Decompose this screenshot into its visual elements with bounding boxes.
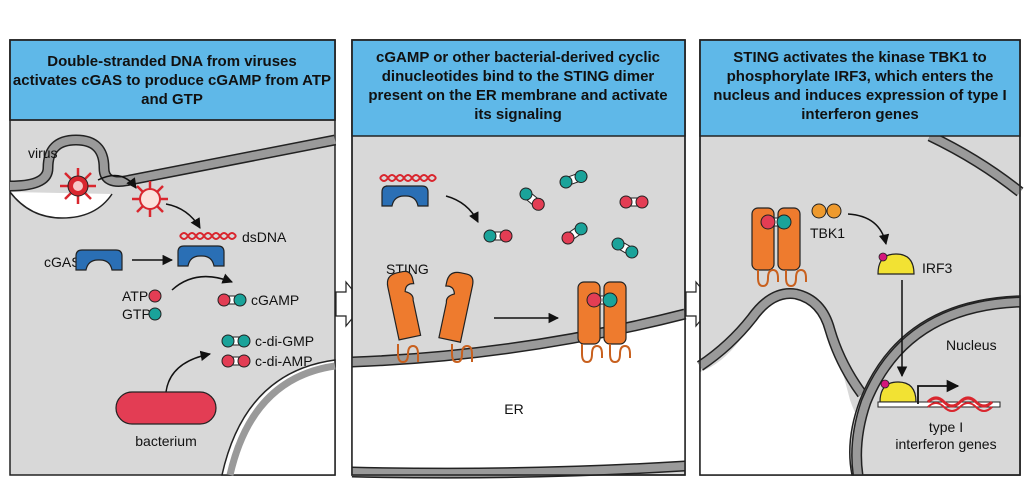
cell-membrane-3 (928, 132, 1023, 196)
nuclear-envelope (226, 362, 336, 476)
nucleus-label: Nucleus (946, 337, 997, 353)
sting-dimer-icon-3 (751, 207, 807, 288)
endosome-pocket (9, 191, 113, 219)
virus-label: virus (28, 145, 58, 161)
panel-3-header-line-4: interferon genes (801, 106, 919, 123)
panel-2-header-line-2: dinucleotides bind to the STING dimer (382, 68, 655, 85)
cgas-label: cGAS (44, 254, 81, 270)
dsdna-label: dsDNA (242, 229, 287, 245)
c-di-amp-label: c-di-AMP (255, 353, 313, 369)
panel-3-header-line-3: nucleus and induces expression of type I (713, 87, 1006, 104)
er-label: ER (504, 401, 523, 417)
bacterium-label: bacterium (135, 433, 196, 449)
c-di-gmp-molecule (611, 237, 639, 259)
cgamp-molecule (561, 222, 588, 245)
bacterium-icon (115, 391, 217, 425)
cgamp-label: cGAMP (251, 292, 299, 308)
cgas-enzyme-icon-2 (381, 185, 429, 207)
c-di-gmp-molecule (519, 187, 545, 211)
panel-1: Double-stranded DNA from viruses activat… (9, 39, 337, 476)
uncoating-virus-icon (132, 181, 168, 217)
panel-2-header-line-1: cGAMP or other bacterial-derived cyclic (376, 49, 660, 66)
irf3-nuclear-icon (879, 379, 917, 403)
er-lumen-3 (700, 288, 1020, 475)
c-di-gmp-label: c-di-GMP (255, 333, 314, 349)
genes-label-line-1: type I (929, 419, 963, 435)
atp-icon (148, 289, 162, 303)
virus-icon (60, 168, 96, 204)
cgamp-production-arrow (445, 195, 479, 223)
irf3-label: IRF3 (922, 260, 953, 276)
gtp-icon (148, 307, 162, 321)
sting-inactive-dimer-icon (386, 270, 474, 364)
panel-2-header-line-4: its signaling (474, 106, 562, 123)
active-cgas-icon (177, 245, 225, 267)
gtp-label: GTP (122, 306, 151, 322)
tbk1-icon (811, 203, 842, 219)
genes-label-line-2: interferon genes (895, 436, 996, 452)
cgamp-icon (217, 293, 247, 307)
sting-active-dimer-icon (577, 281, 631, 364)
atp-label: ATP (122, 288, 148, 304)
panel-1-header-line-1: Double-stranded DNA from viruses (47, 53, 297, 70)
panel-1-header-line-2: activates cGAS to produce cGAMP from ATP (13, 72, 331, 89)
c-di-amp-molecule (619, 195, 649, 209)
panel-3-header-line-1: STING activates the kinase TBK1 to (733, 49, 986, 66)
cell-membrane-fill (9, 135, 336, 190)
dna-release-arrow (165, 203, 201, 229)
phosphorylation-arrow (847, 213, 890, 246)
synthesis-arrow (171, 273, 233, 291)
panel-3: STING activates the kinase TBK1 to phosp… (696, 39, 1024, 476)
promoter-dna-icon (877, 379, 1001, 412)
panel-3-header (699, 39, 1021, 137)
panel-2-header-line-3: present on the ER membrane and activate (368, 87, 667, 104)
irf3-icon (877, 252, 915, 275)
nucleus-outline (221, 359, 336, 476)
bacterial-release-arrow (165, 350, 212, 393)
cgas-enzyme-icon (75, 249, 123, 271)
c-di-gmp-molecule (559, 170, 588, 189)
c-di-gmp-icon (221, 334, 251, 348)
c-di-amp-icon (221, 354, 251, 368)
dsdna-icon (179, 232, 237, 240)
cgamp-molecule (483, 229, 513, 243)
panel-2: cGAMP or other bacterial-derived cyclic … (351, 39, 687, 479)
virus-entry-arrow (97, 174, 137, 189)
tbk1-label: TBK1 (810, 225, 845, 241)
panel-1-header (9, 39, 336, 121)
panel-2-header (351, 39, 686, 137)
panel-1-header-line-3: and GTP (141, 91, 203, 108)
panel-3-header-line-2: phosphorylate IRF3, which enters the (727, 68, 994, 85)
nuclear-envelope-3 (852, 298, 1021, 476)
er-membrane-lower (351, 462, 686, 478)
dsdna-icon-2 (379, 174, 437, 182)
